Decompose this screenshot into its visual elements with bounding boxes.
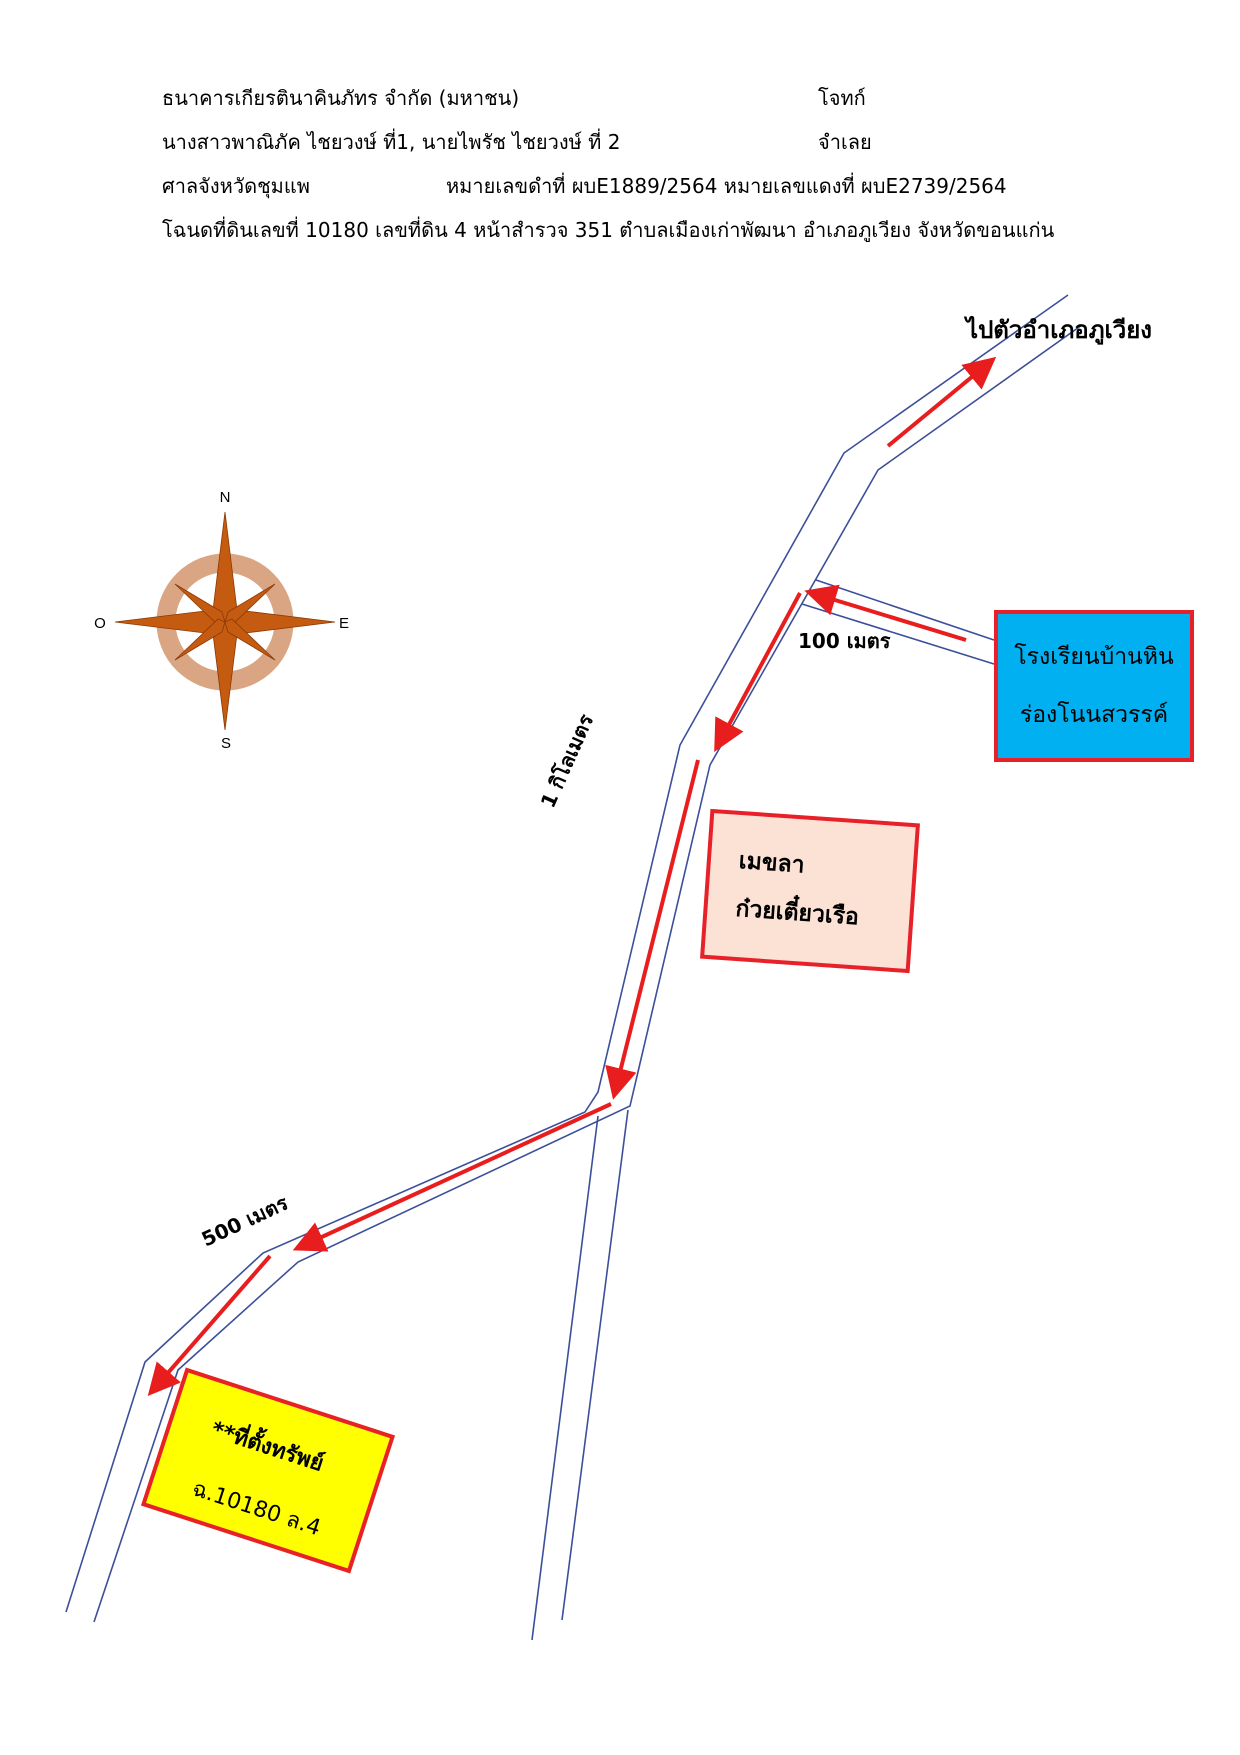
compass-east: E — [339, 615, 349, 632]
compass-star — [114, 511, 336, 731]
destination-label: ไปตัวอำเภอภูเวียง — [966, 316, 1152, 344]
defendant-names: นางสาวพาณิภัค ไชยวงษ์ ที่1, นายไพรัช ไชย… — [162, 130, 621, 154]
compass-north: N — [220, 489, 231, 506]
arrow-school-to-road — [804, 584, 967, 642]
case-numbers: หมายเลขดำที่ ผบE1889/2564 หมายเลขแดงที่ … — [446, 174, 1007, 198]
south-branch-road — [531, 1109, 629, 1641]
compass-south: S — [221, 735, 231, 752]
arrow-road-south-1 — [714, 592, 802, 753]
arrow-road-south-2 — [605, 759, 700, 1100]
school-name-line2: ร่องโนนสวรรค์ — [1019, 702, 1169, 728]
school-name-line1: โรงเรียนบ้านหิน — [1014, 644, 1174, 670]
arrow-to-district — [886, 356, 997, 448]
compass-west: O — [94, 615, 106, 632]
restaurant-box: เมขลา ก๋วยเตี๋ยวเรือ — [700, 808, 920, 974]
arrow-to-property — [147, 1254, 272, 1397]
main-road-left-edge — [65, 294, 1069, 1613]
deed-line: โฉนดที่ดินเลขที่ 10180 เลขที่ดิน 4 หน้าส… — [162, 218, 1055, 242]
defendant-role: จำเลย — [818, 130, 872, 154]
distance-100m: 100 เมตร — [798, 629, 891, 653]
route-arrows — [147, 356, 997, 1397]
plaintiff-name: ธนาคารเกียรตินาคินภัทร จำกัด (มหาชน) — [162, 86, 520, 110]
school-box: โรงเรียนบ้านหิน ร่องโนนสวรรค์ — [994, 610, 1194, 762]
court-name: ศาลจังหวัดชุมแพ — [162, 174, 310, 198]
compass-rose: N S E O — [94, 489, 349, 752]
arrow-road-southwest — [292, 1102, 612, 1252]
plaintiff-role: โจทก์ — [818, 86, 866, 110]
